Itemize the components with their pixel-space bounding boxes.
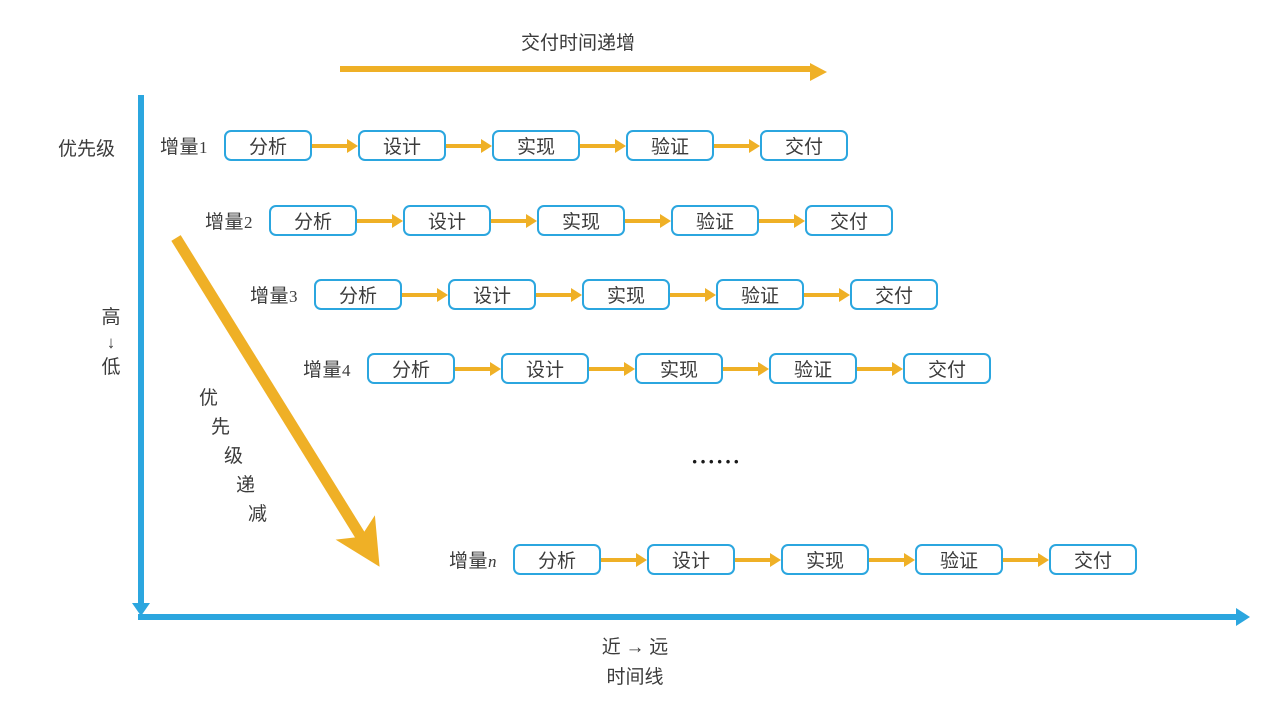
timeline-direction-label: 近 → 远 <box>601 637 669 658</box>
delivery-time-arrow-head <box>810 63 827 81</box>
diagonal-label-char-3: 递 <box>236 475 256 496</box>
timeline-name-label: 时间线 <box>606 667 664 688</box>
connector-arrow <box>455 361 502 377</box>
stage-box-implementation[interactable]: 实现 <box>492 130 581 161</box>
priority-high-label: 高 <box>101 307 121 328</box>
priority-axis-line <box>138 95 144 605</box>
stage-box-delivery[interactable]: 交付 <box>760 130 849 161</box>
rows-ellipsis: ······ <box>691 449 742 474</box>
stage-box-delivery[interactable]: 交付 <box>805 205 894 236</box>
connector-arrow <box>625 213 672 229</box>
stage-box-analysis[interactable]: 分析 <box>224 130 313 161</box>
stage-box-verification[interactable]: 验证 <box>671 205 760 236</box>
connector-arrow <box>580 138 627 154</box>
diagonal-label-char-4: 减 <box>248 504 268 525</box>
increment-row-2: 增量2 分析 设计 实现 验证 交付 <box>205 205 894 236</box>
stage-box-delivery[interactable]: 交付 <box>850 279 939 310</box>
stage-box-analysis[interactable]: 分析 <box>367 353 456 384</box>
connector-arrow <box>446 138 493 154</box>
stage-box-design[interactable]: 设计 <box>647 544 736 575</box>
priority-low-label: 低 <box>101 357 121 378</box>
increment-row-3: 增量3 分析 设计 实现 验证 交付 <box>250 279 939 310</box>
connector-arrow <box>723 361 770 377</box>
increment-row-n-label: 增量n <box>449 551 498 572</box>
connector-arrow <box>491 213 538 229</box>
priority-scale-labels: 高 ↓ 低 <box>98 305 124 380</box>
connector-arrow <box>1003 552 1050 568</box>
stage-box-verification[interactable]: 验证 <box>915 544 1004 575</box>
stage-box-design[interactable]: 设计 <box>448 279 537 310</box>
connector-arrow <box>589 361 636 377</box>
diagonal-label-char-0: 优 <box>199 388 219 409</box>
connector-arrow <box>601 552 648 568</box>
stage-box-analysis[interactable]: 分析 <box>314 279 403 310</box>
connector-arrow <box>759 213 806 229</box>
increment-row-2-label: 增量2 <box>205 212 254 233</box>
increment-row-4-label: 增量4 <box>303 360 352 381</box>
stage-box-implementation[interactable]: 实现 <box>635 353 724 384</box>
priority-down-arrow-icon: ↓ <box>106 333 116 352</box>
stage-box-implementation[interactable]: 实现 <box>582 279 671 310</box>
stage-box-delivery[interactable]: 交付 <box>1049 544 1138 575</box>
stage-box-implementation[interactable]: 实现 <box>781 544 870 575</box>
connector-arrow <box>714 138 761 154</box>
connector-arrow <box>536 287 583 303</box>
top-axis-label: 交付时间递增 <box>521 33 636 54</box>
timeline-axis-arrowhead <box>1236 608 1250 626</box>
increment-row-1-label: 增量1 <box>160 137 209 158</box>
connector-arrow <box>402 287 449 303</box>
connector-arrow <box>804 287 851 303</box>
connector-arrow <box>357 213 404 229</box>
connector-arrow <box>857 361 904 377</box>
connector-arrow <box>869 552 916 568</box>
stage-box-verification[interactable]: 验证 <box>626 130 715 161</box>
diagonal-label-char-1: 先 <box>211 417 231 438</box>
stage-box-design[interactable]: 设计 <box>403 205 492 236</box>
timeline-axis-line <box>138 614 1238 620</box>
stage-box-verification[interactable]: 验证 <box>716 279 805 310</box>
increment-row-n: 增量n 分析 设计 实现 验证 交付 <box>449 544 1138 575</box>
stage-box-analysis[interactable]: 分析 <box>513 544 602 575</box>
timeline-axis-caption: 近 → 远 时间线 <box>545 633 725 693</box>
stage-box-design[interactable]: 设计 <box>501 353 590 384</box>
connector-arrow <box>670 287 717 303</box>
increment-row-1: 增量1 分析 设计 实现 验证 交付 <box>160 130 849 161</box>
stage-box-design[interactable]: 设计 <box>358 130 447 161</box>
priority-axis-arrowhead <box>132 603 150 616</box>
connector-arrow <box>312 138 359 154</box>
increment-row-3-label: 增量3 <box>250 286 299 307</box>
increment-row-4: 增量4 分析 设计 实现 验证 交付 <box>303 353 992 384</box>
diagonal-label-char-2: 级 <box>224 446 244 467</box>
stage-box-analysis[interactable]: 分析 <box>269 205 358 236</box>
connector-arrow <box>735 552 782 568</box>
priority-axis-title: 优先级 <box>58 139 116 160</box>
stage-box-implementation[interactable]: 实现 <box>537 205 626 236</box>
stage-box-verification[interactable]: 验证 <box>769 353 858 384</box>
stage-box-delivery[interactable]: 交付 <box>903 353 992 384</box>
delivery-time-arrow-shaft <box>340 66 810 72</box>
